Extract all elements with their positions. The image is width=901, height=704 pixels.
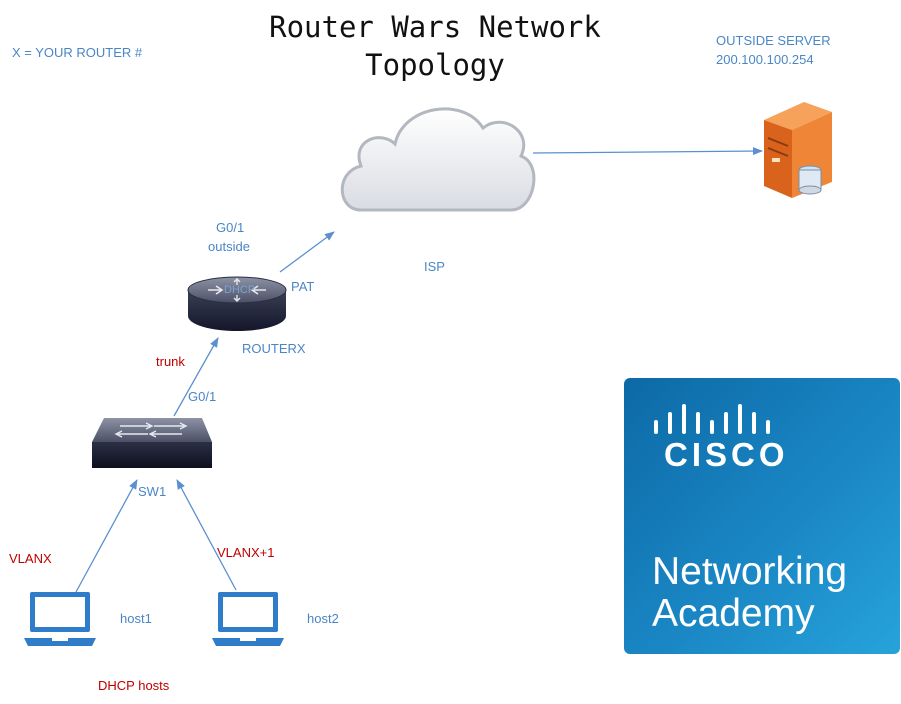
isp-label: ISP [424, 259, 445, 274]
router-icon: DHCP [187, 276, 287, 331]
isp-cloud-icon [340, 107, 536, 212]
link-host1-switch [75, 479, 138, 593]
server-icon [764, 102, 832, 198]
dhcp-router-label: DHCP [224, 284, 255, 296]
router-name: ROUTERX [242, 341, 306, 356]
title-line-1: Router Wars Network [269, 10, 601, 44]
link-isp-server [532, 147, 763, 156]
cisco-bridge-icon [654, 404, 770, 434]
server-label-1: OUTSIDE SERVER [716, 33, 831, 48]
server-label-2: 200.100.100.254 [716, 52, 814, 67]
link-router-isp [279, 231, 335, 273]
router-outside-label: outside [208, 239, 250, 254]
host1-laptop-icon [24, 592, 96, 646]
legend-text: X = YOUR ROUTER # [12, 45, 143, 60]
diagram-title: Router Wars Network Topology [240, 8, 630, 84]
dhcp-hosts-label: DHCP hosts [98, 678, 170, 693]
switch-icon [92, 418, 212, 468]
vlan-left-label: VLANX [9, 551, 52, 566]
trunk-label: trunk [156, 354, 185, 369]
logo-networking-text: Networking [652, 550, 848, 593]
host2-label: host2 [307, 611, 339, 626]
host1-label: host1 [120, 611, 152, 626]
switch-uplink-label: G0/1 [188, 389, 217, 404]
link-switch-router [173, 337, 219, 417]
switch-name: SW1 [138, 484, 167, 499]
router-iface-label: G0/1 [216, 220, 245, 235]
cisco-wordmark: CISCO [664, 436, 789, 473]
pat-label: PAT [291, 279, 315, 294]
cisco-networking-academy-logo: CISCO Networking Academy [624, 378, 900, 654]
logo-academy-text: Academy [652, 592, 815, 635]
link-host2-switch [176, 479, 237, 591]
vlan-right-label: VLANX+1 [217, 545, 275, 560]
host2-laptop-icon [212, 592, 284, 646]
title-line-2: Topology [365, 48, 505, 82]
